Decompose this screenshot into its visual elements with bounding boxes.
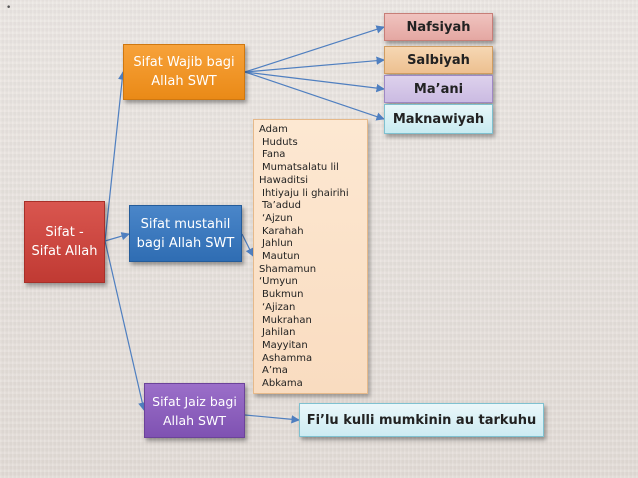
- connector-wajib-maknawiyah: [244, 71, 385, 121]
- mustahil-list-item: Mumatsalatu lil: [262, 162, 339, 174]
- node-sifat-jaiz-line2: Allah SWT: [163, 412, 226, 428]
- mustahil-list-item: Adam: [259, 124, 288, 135]
- connector-jaiz-filu: [244, 414, 300, 424]
- node-sifat-jaiz-line1: Sifat Jaiz bagi: [152, 393, 237, 409]
- connector-wajib-salbiyah: [244, 56, 385, 73]
- node-sifat-allah: Sifat - Sifat Allah: [24, 201, 105, 283]
- node-sifat-allah-line2: Sifat Allah: [31, 244, 98, 259]
- mustahil-list-item: Jahlun: [262, 238, 293, 250]
- mustahil-list-item: Shamamun: [259, 263, 317, 275]
- mustahil-list-item: Hawaditsi: [259, 174, 308, 186]
- mustahil-list-item: ‘Umyun: [259, 276, 298, 288]
- mustahil-list-item: Huduts: [262, 136, 298, 148]
- mustahil-list-item: A’ma: [262, 365, 288, 377]
- node-sifat-wajib-line1: Sifat Wajib bagi: [133, 55, 235, 70]
- mustahil-list-item: ‘Ajizan: [262, 301, 296, 313]
- node-filu-kulli-mumkinin: Fi’lu kulli mumkinin au tarkuhu: [299, 403, 544, 437]
- node-sifat-wajib: Sifat Wajib bagi Allah SWT: [123, 44, 245, 100]
- mustahil-list-box: Adam Huduts Fana Mumatsalatu lil Hawadit…: [253, 119, 368, 394]
- node-sifat-allah-line1: Sifat -: [45, 225, 84, 240]
- mustahil-list-item: Ihtiyaju li ghairihi: [262, 187, 349, 199]
- node-sifat-mustahil-line1: Sifat mustahil: [140, 216, 231, 232]
- mustahil-list-item: Mayyitan: [262, 339, 308, 351]
- mustahil-list-item: Bukmun: [262, 289, 304, 301]
- mustahil-list-item: ‘Ajzun: [262, 212, 293, 224]
- node-maani: Ma’ani: [384, 75, 493, 103]
- node-sifat-jaiz: Sifat Jaiz bagi Allah SWT: [144, 383, 245, 438]
- corner-mark: •: [6, 3, 12, 13]
- mustahil-list-item: Mukrahan: [262, 314, 312, 326]
- connector-root-jaiz: [104, 240, 147, 411]
- mustahil-list-item: Mautun: [262, 251, 300, 263]
- node-salbiyah: Salbiyah: [384, 46, 493, 74]
- connector-wajib-nafsiyah: [244, 25, 385, 73]
- connector-wajib-maani: [244, 71, 385, 93]
- node-sifat-wajib-line2: Allah SWT: [151, 74, 217, 89]
- node-sifat-mustahil-line2: bagi Allah SWT: [136, 235, 235, 251]
- node-sifat-mustahil: Sifat mustahil bagi Allah SWT: [129, 205, 242, 262]
- mustahil-list-item: Fana: [262, 149, 286, 161]
- mustahil-list-item: Abkama: [262, 378, 303, 390]
- mustahil-list-item: Karahah: [262, 225, 304, 237]
- mustahil-list-item: Ta’adud: [262, 200, 301, 212]
- connector-root-wajib: [104, 71, 127, 242]
- connector-mustahil-list: [241, 233, 254, 257]
- connector-root-mustahil: [104, 232, 130, 242]
- mustahil-list-item: Ashamma: [262, 352, 313, 364]
- node-nafsiyah: Nafsiyah: [384, 13, 493, 41]
- node-maknawiyah: Maknawiyah: [384, 104, 493, 134]
- mustahil-list-item: Jahilan: [262, 327, 296, 339]
